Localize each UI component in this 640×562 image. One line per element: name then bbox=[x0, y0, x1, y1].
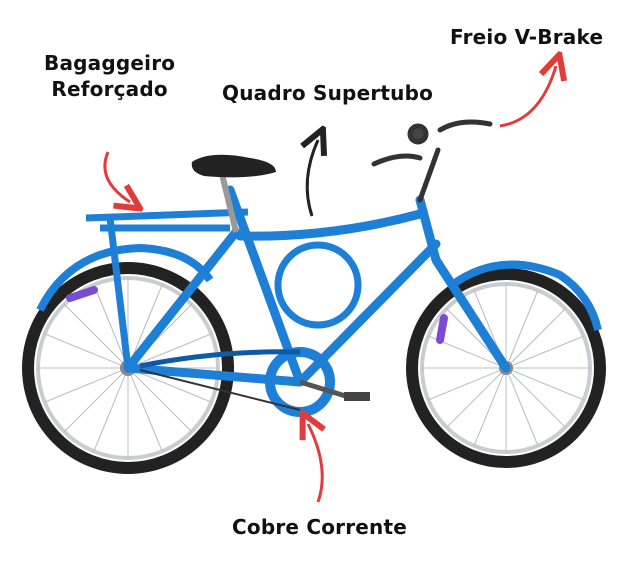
rear-reflector bbox=[66, 286, 98, 302]
front-fender bbox=[449, 260, 602, 331]
label-cobre: Cobre Corrente bbox=[232, 515, 407, 539]
label-quadro: Quadro Supertubo bbox=[222, 81, 434, 105]
arrow-bagageiro bbox=[103, 151, 130, 202]
arrow-freio bbox=[499, 66, 556, 128]
arrow-quadro bbox=[307, 140, 318, 217]
saddle bbox=[191, 154, 276, 233]
label-bagageiro-line2: Reforçado bbox=[51, 77, 168, 101]
label-bagageiro-line1: Bagaggeiro bbox=[44, 51, 176, 75]
label-bagageiro: Bagaggeiro Reforçado bbox=[44, 50, 175, 102]
front-reflector bbox=[436, 314, 448, 344]
arrow-cobre bbox=[308, 424, 322, 503]
rear-rack bbox=[85, 208, 249, 369]
rear-fender bbox=[36, 243, 214, 312]
label-freio: Freio V-Brake bbox=[450, 25, 604, 49]
handlebar bbox=[371, 119, 493, 203]
